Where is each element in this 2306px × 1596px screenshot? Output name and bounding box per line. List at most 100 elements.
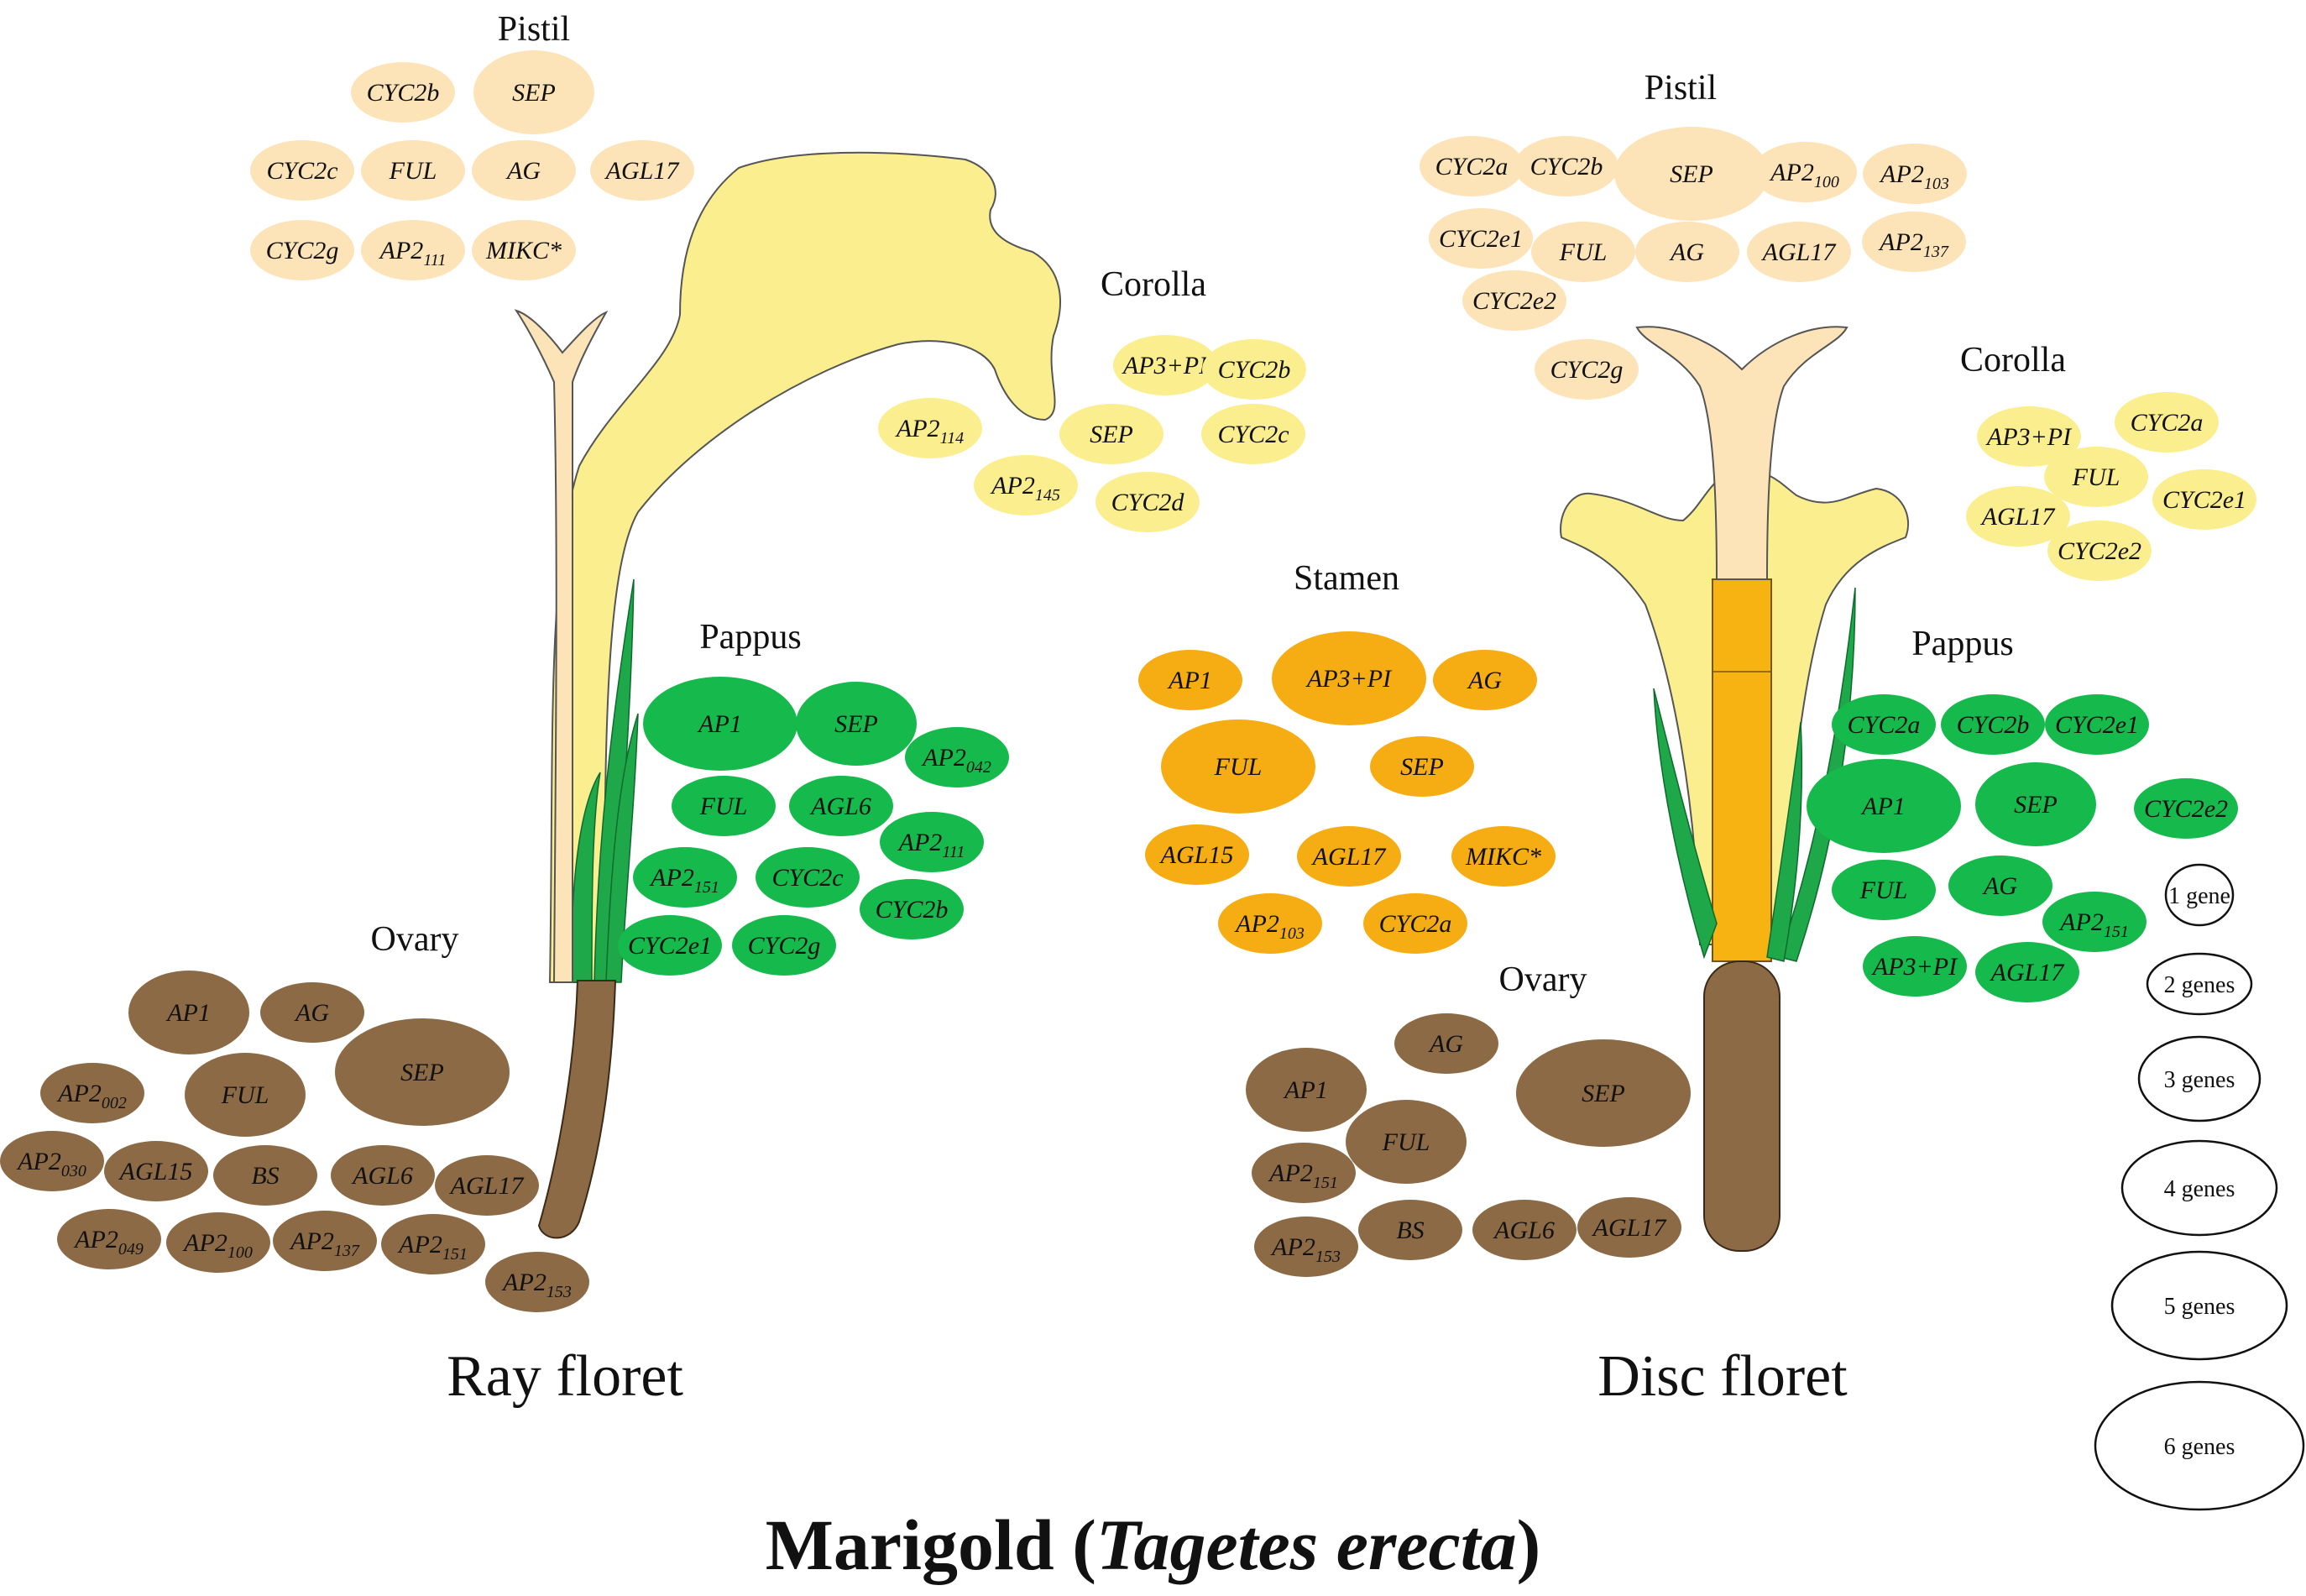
- section-label-disc-stamen: Stamen: [1294, 559, 1399, 598]
- gene-label: FUL: [1559, 238, 1608, 266]
- gene-bubble: [40, 1063, 144, 1123]
- gene-bubble: [1863, 144, 1967, 204]
- gene-label: AP2137: [1878, 228, 1949, 261]
- gene-bubble: [974, 455, 1078, 515]
- gene-bubble: [905, 727, 1009, 788]
- gene-bubble: [756, 847, 860, 908]
- gene-bubble: [1252, 1143, 1356, 1203]
- gene-bubble: [1535, 339, 1639, 400]
- gene-bubble: [1977, 406, 2081, 467]
- gene-label: AP2042: [921, 744, 991, 777]
- gene-label: CYC2c: [771, 864, 843, 892]
- gene-bubble: [1862, 212, 1966, 272]
- gene-bubble: [1832, 694, 1936, 755]
- gene-bubble: [1514, 136, 1618, 196]
- gene-label: AP1: [165, 999, 211, 1027]
- gene-label: SEP: [2014, 791, 2058, 819]
- gene-bubble: [1531, 222, 1635, 282]
- gene-bubble: [1429, 208, 1533, 269]
- gene-label: CYC2e1: [2162, 486, 2246, 514]
- section-label-disc-pistil: Pistil: [1645, 69, 1717, 107]
- gene-label: AGL17: [1761, 238, 1838, 266]
- section-label-ray-ovary: Ovary: [371, 920, 459, 959]
- legend-ellipse: [2120, 1139, 2278, 1237]
- gene-bubble: [1462, 270, 1566, 331]
- gene-label: CYC2a: [2131, 409, 2204, 437]
- gene-label: CYC2a: [1379, 910, 1452, 938]
- gene-bubble: [213, 1145, 317, 1206]
- gene-bubble: [2042, 892, 2147, 952]
- section-label-ray-pistil: Pistil: [498, 10, 570, 49]
- gene-label: FUL: [1214, 753, 1263, 781]
- gene-bubble: [1218, 893, 1322, 954]
- gene-label: AP3+PI: [1305, 665, 1393, 693]
- gene-label: AGL17: [1990, 959, 2066, 986]
- gene-bubble: [250, 140, 354, 201]
- gene-bubble: [1975, 942, 2079, 1002]
- gene-bubble: [1394, 1013, 1498, 1074]
- gene-label: AG: [294, 999, 329, 1027]
- gene-label: AGL6: [809, 793, 871, 820]
- gene-bubble: [1635, 222, 1739, 282]
- legend-label: 6 genes: [2164, 1434, 2235, 1460]
- gene-bubble: [880, 812, 984, 872]
- gene-label: BS: [1396, 1217, 1424, 1244]
- gene-label: AGL17: [604, 157, 681, 185]
- gene-bubble: [1201, 404, 1305, 464]
- gene-bubble: [1966, 486, 2070, 547]
- gene-label: CYC2g: [748, 932, 821, 960]
- ray-floret-illustration: [514, 151, 1061, 1239]
- gene-bubble: [1941, 694, 2045, 755]
- gene-label: AG: [1982, 872, 2017, 900]
- gene-label: AP2111: [897, 829, 965, 861]
- gene-label: AG: [1467, 667, 1502, 694]
- gene-bubble: [1420, 136, 1524, 196]
- gene-bubble: [335, 1018, 510, 1126]
- title-suffix: ): [1516, 1504, 1541, 1585]
- gene-label: CYC2e1: [2055, 711, 2139, 739]
- figure-title: Marigold (Tagetes erecta): [0, 1503, 2306, 1587]
- disc-pappus-bristle: [1653, 688, 1718, 960]
- gene-bubble: [1254, 1217, 1358, 1277]
- gene-label: AP2049: [73, 1226, 144, 1258]
- gene-bubble: [672, 776, 776, 836]
- gene-label: SEP: [400, 1059, 444, 1086]
- gene-bubble: [1095, 472, 1200, 532]
- gene-bubble: [1113, 335, 1217, 395]
- gene-bubble: [128, 971, 249, 1054]
- section-label-ray-corolla: Corolla: [1101, 265, 1206, 304]
- gene-bubble: [1975, 762, 2096, 846]
- gene-bubble: [1138, 650, 1242, 710]
- gene-bubble: [2134, 778, 2238, 839]
- gene-label: FUL: [389, 157, 437, 185]
- gene-label: CYC2b: [1530, 153, 1603, 181]
- gene-label: CYC2c: [1217, 421, 1289, 448]
- gene-label: AP2151: [2058, 908, 2129, 941]
- gene-bubble: [1363, 893, 1467, 954]
- gene-label: AP2145: [990, 472, 1060, 505]
- gene-bubble: [590, 140, 694, 201]
- gene-bubble: [472, 220, 576, 280]
- gene-bubble: [1145, 824, 1249, 885]
- gene-label: AP2111: [379, 237, 447, 269]
- gene-label: AP2030: [16, 1148, 86, 1180]
- gene-label: SEP: [512, 79, 556, 107]
- gene-bubble: [1807, 759, 1961, 853]
- gene-bubble: [1472, 1200, 1577, 1260]
- gene-label: AGL17: [1311, 843, 1388, 871]
- gene-bubble: [485, 1252, 589, 1312]
- gene-label: AP2153: [501, 1269, 572, 1301]
- gene-bubble: [472, 140, 576, 201]
- gene-label: CYC2b: [1218, 356, 1291, 384]
- gene-label: CYC2b: [367, 79, 440, 107]
- legend-label: 2 genes: [2164, 972, 2235, 998]
- gene-label: AP1: [1167, 667, 1212, 694]
- gene-bubble: [2115, 392, 2219, 453]
- gene-label: CYC2e1: [628, 932, 712, 960]
- gene-bubble: [2044, 447, 2148, 507]
- gene-label: AP2151: [397, 1231, 468, 1264]
